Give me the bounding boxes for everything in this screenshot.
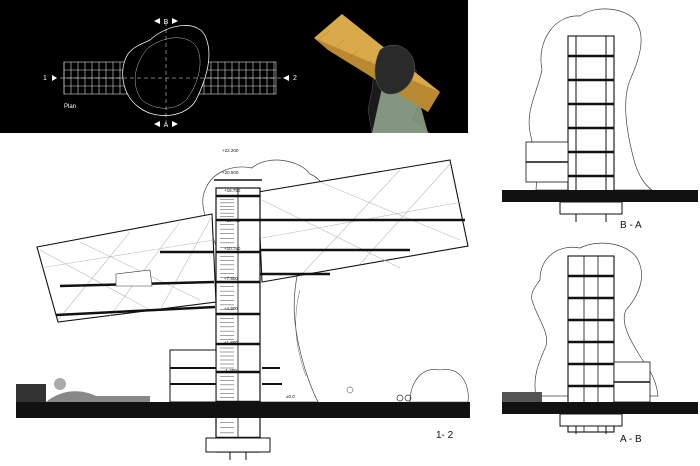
section-1-2: +22.200 +20.500 +16.750 +13.750 +10.750 +7.80… [16,148,470,460]
marker-b-arrow-left [154,18,160,24]
section-a-b [502,242,698,434]
level-label: +4.800 [224,306,238,311]
level-label: +7.800 [224,276,238,281]
plan-panel: B A 1 2 Plan [0,0,468,134]
section-ba-label: B - A [620,220,642,231]
marker-a-arrow-right [172,121,178,127]
plan-rock-outline-inner [135,37,201,109]
level-label: +16.750 [224,188,241,193]
ground-line [16,402,470,418]
level-labels: +22.200 +20.500 +16.750 +13.750 +10.750 +7.80… [222,148,295,399]
section-12-label: 1- 2 [436,430,454,441]
plan-drawing: B A 1 2 Plan [43,14,440,134]
level-label: +1.800 [224,340,238,345]
level-label: +13.750 [224,218,241,223]
level-label: +10.750 [224,246,241,251]
marker-2-label: 2 [293,75,297,82]
section-ab-label: A - B [620,434,642,445]
level-label: -1.200 [224,368,237,373]
marker-b-label: B [164,19,169,26]
render-image [314,14,440,134]
plan-title: Plan [64,104,76,110]
level-label: +22.200 [222,148,239,153]
plan-rock-outline [122,25,210,116]
marker-1-label: 1 [43,75,47,82]
section-ab-ground [502,402,698,414]
section-ba-ground [502,190,698,202]
marker-a-arrow-left [154,121,160,127]
base-pavilion [169,349,282,403]
marker-1-arrow [52,75,57,81]
level-label: ±0.0 [286,394,295,399]
section-b-a [502,8,698,222]
marker-a-label: A [164,122,169,129]
marker-b-arrow-right [172,18,178,24]
left-arm [36,213,217,323]
right-arm [257,159,469,283]
marker-2-arrow [283,75,289,81]
level-label: +20.500 [222,170,239,175]
